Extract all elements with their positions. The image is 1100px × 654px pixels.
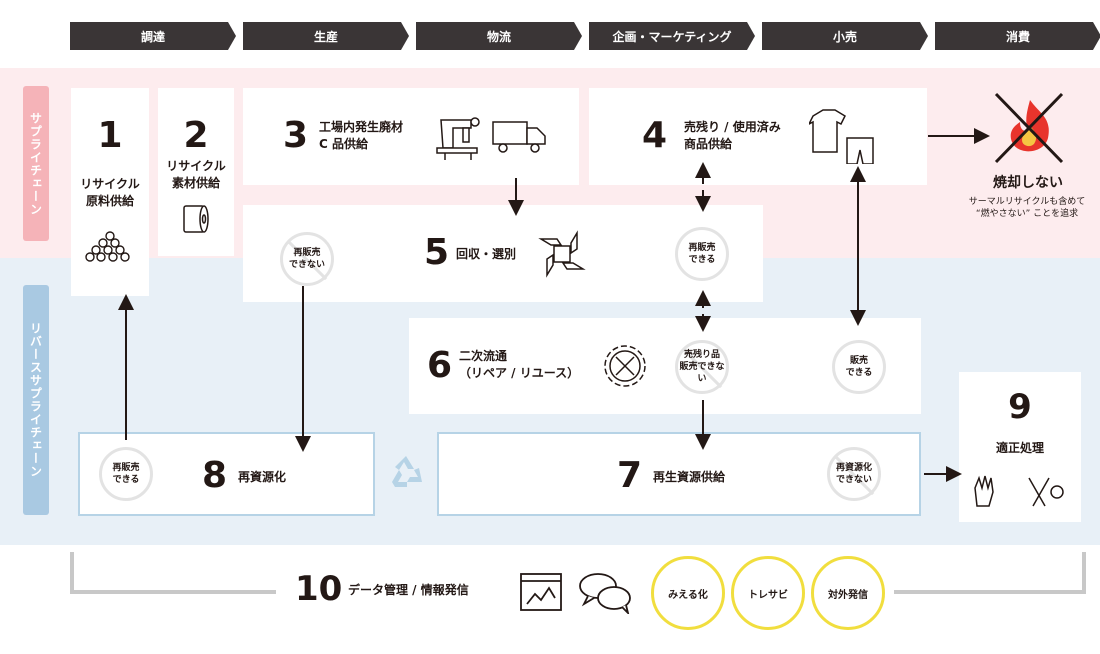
step-2-box: 2 リサイクル 素材供給 (158, 88, 234, 256)
data-bracket (70, 552, 1086, 594)
cannot-recycle-circle: 再資源化 できない (827, 447, 881, 501)
step-number: 1 (97, 115, 123, 156)
step-label: 再資源化 (238, 470, 287, 484)
step-10-number: 10 (295, 569, 343, 609)
stage-retail: 小売 (762, 22, 928, 50)
repair-gear-icon (604, 345, 646, 387)
no-burn-icon (994, 92, 1064, 164)
can-sell-circle: 販売 できる (832, 340, 886, 394)
gloves-tools-icon (974, 475, 1064, 507)
stage-production: 生産 (243, 22, 409, 50)
step-6-box: 6 二次流通 （リペア / リユース） (409, 318, 921, 414)
step-number: 5 (424, 232, 450, 273)
traceability-circle: トレサビ (731, 556, 805, 630)
stage-label: 消費 (1005, 29, 1030, 44)
step-label: 回収・選別 (456, 247, 517, 261)
visualization-circle: みえる化 (651, 556, 725, 630)
burn-title: 焼却しない (993, 175, 1063, 191)
sewing-machine-icon (436, 117, 480, 160)
step-number: 4 (642, 115, 668, 156)
truck-icon (492, 121, 546, 153)
step-number: 3 (283, 115, 309, 156)
step-9-box: 9 適正処理 (959, 372, 1081, 522)
step-number: 9 (1008, 387, 1032, 427)
step-number: 6 (427, 345, 453, 386)
step-4-box: 4 売残り / 使用済み 商品供給 (589, 88, 927, 185)
step-label: 適正処理 (995, 441, 1044, 455)
clothing-icon (809, 109, 874, 164)
chat-bubbles-icon (579, 573, 631, 614)
unsold-cannot-sell-circle: 売残り品 販売できない (675, 340, 729, 394)
analytics-icon (520, 573, 562, 611)
external-communication-circle: 対外発信 (811, 556, 885, 630)
resell-possible-circle: 再販売 できる (675, 227, 729, 281)
stage-logistics: 物流 (416, 22, 582, 50)
pellets-icon (85, 231, 130, 262)
stage-label: 物流 (486, 29, 511, 44)
resell-possible-circle-8: 再販売 できる (99, 447, 153, 501)
step-3-box: 3 工場内発生廃材 C 品供給 (243, 88, 579, 185)
stage-label: 企画・マーケティング (612, 29, 732, 44)
hands-icon (538, 230, 586, 278)
step-label: 再生資源供給 (653, 470, 726, 484)
stage-label: 生産 (313, 29, 338, 44)
recycle-icon (392, 456, 422, 487)
step-number: 7 (617, 455, 643, 496)
fabric-roll-icon (183, 205, 209, 233)
resell-not-possible-circle: 再販売 できない (280, 232, 334, 286)
step-label: 工場内発生廃材 C 品供給 (319, 120, 404, 151)
reverse-supply-chain-label: リバースサプライチェーン (23, 285, 49, 515)
step-number: 8 (202, 455, 228, 496)
stage-planning: 企画・マーケティング (589, 22, 755, 50)
stage-consumption: 消費 (935, 22, 1100, 50)
step-label: 二次流通 （リペア / リユース） (459, 349, 580, 380)
step-label: リサイクル 素材供給 (166, 159, 226, 190)
step-label: 売残り / 使用済み 商品供給 (684, 120, 781, 151)
stage-label: 小売 (832, 29, 857, 44)
supply-chain-label: サプライチェーン (23, 86, 49, 241)
step-label: リサイクル 原料供給 (80, 177, 140, 208)
step-10-label: データ管理 / 情報発信 (348, 583, 469, 597)
burn-note: サーマルリサイクルも含めて “燃やさない” ことを追求 (968, 197, 1086, 219)
stage-procurement: 調達 (70, 22, 236, 50)
stage-label: 調達 (140, 29, 165, 44)
step-1-box: 1 リサイクル 原料供給 (71, 88, 149, 296)
step-number: 2 (183, 115, 209, 156)
